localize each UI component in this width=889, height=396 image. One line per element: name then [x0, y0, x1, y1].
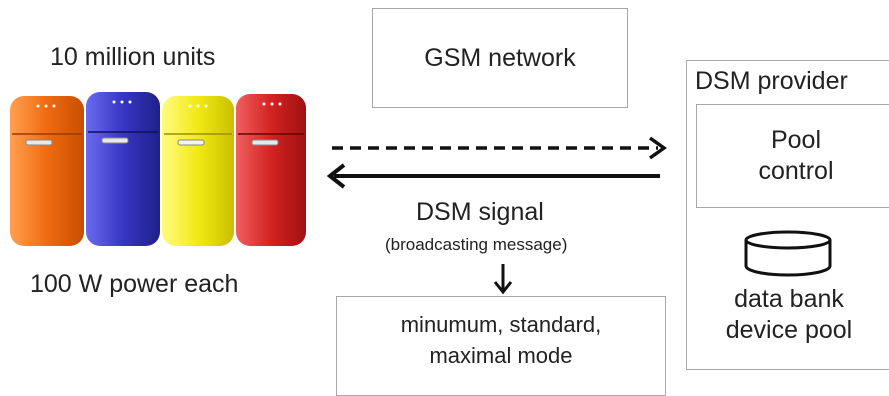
- dsm-signal-subtitle: (broadcasting message): [385, 235, 568, 254]
- pool-control-box: Pool control: [696, 104, 889, 208]
- dsm-provider-title: DSM provider: [695, 67, 848, 95]
- data-bank-label: data bank device pool: [696, 284, 882, 346]
- units-label: 10 million units: [50, 43, 216, 71]
- database-icon: [738, 230, 838, 278]
- power-label: 100 W power each: [30, 270, 239, 298]
- modes-line-1: minumum, standard,: [400, 312, 602, 337]
- down-arrow: [488, 262, 518, 298]
- gsm-network-box: GSM network: [372, 8, 628, 108]
- fridge-yellow: [162, 96, 234, 246]
- solid-arrow-left: [326, 163, 660, 189]
- pool-control-line-1: Pool: [770, 126, 822, 154]
- pool-control-line-2: control: [758, 157, 834, 185]
- fridge-blue: [86, 92, 160, 246]
- dsm-signal-label: DSM signal: [416, 198, 544, 226]
- data-bank-line-2: device pool: [725, 316, 853, 344]
- communication-arrows: [320, 130, 680, 190]
- modes-box: minumum, standard, maximal mode: [336, 296, 666, 396]
- gsm-network-label: GSM network: [424, 43, 576, 72]
- data-bank-line-1: data bank: [734, 285, 844, 313]
- fridges-illustration: [8, 90, 308, 250]
- modes-line-2: maximal mode: [429, 343, 573, 368]
- fridge-orange: [10, 96, 84, 246]
- dashed-arrow-right: [332, 136, 668, 160]
- fridge-red: [236, 94, 306, 246]
